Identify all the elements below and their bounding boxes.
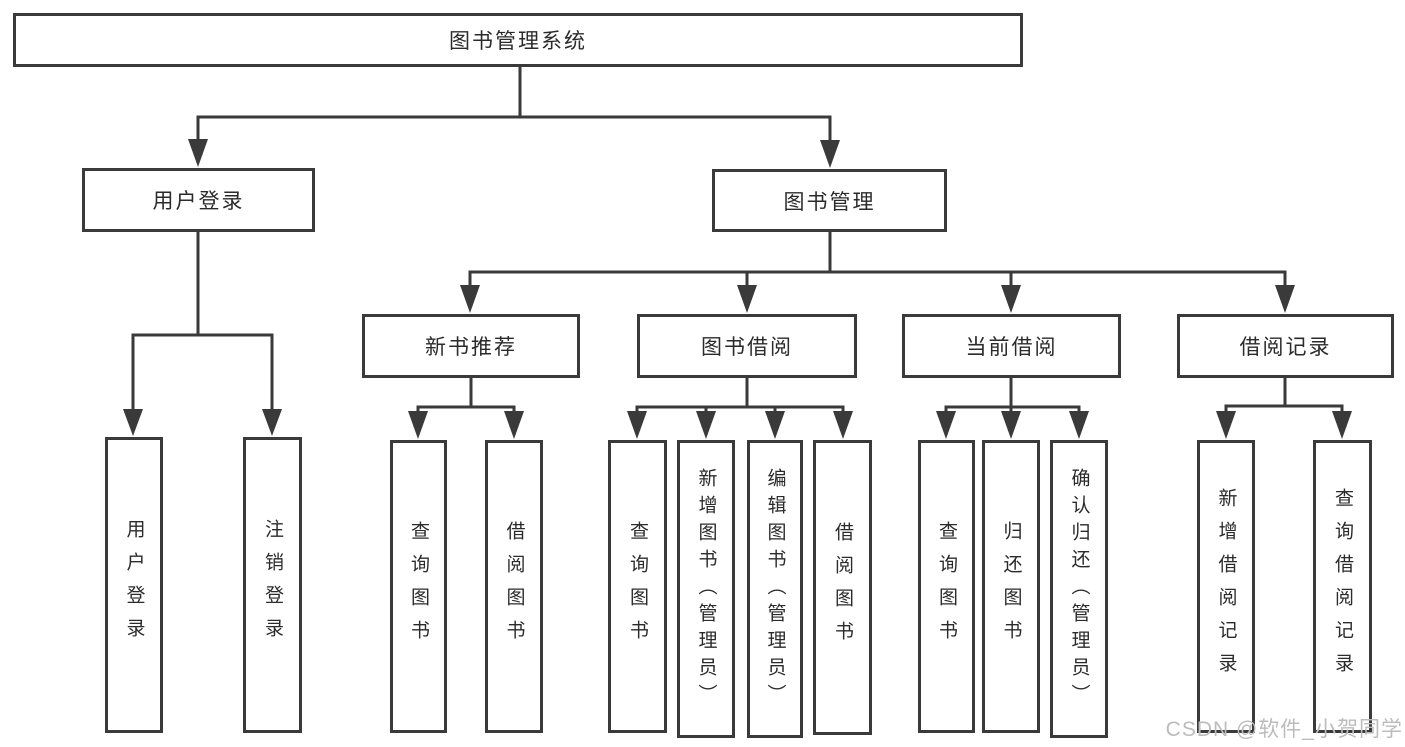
- node-edit-books-admin: 编辑图书（管理员）: [747, 440, 803, 738]
- node-query-borrow-record: 查询借阅记录: [1313, 440, 1372, 733]
- watermark: CSDN @软件_小贺同学: [1165, 718, 1403, 741]
- node-book-management: 图书管理: [712, 169, 947, 232]
- node-user-login-leaf: 用户登录: [105, 437, 163, 733]
- node-new-book-recommend: 新书推荐: [362, 314, 580, 378]
- node-query-books-current: 查询图书: [918, 440, 975, 733]
- node-user-login: 用户登录: [82, 168, 315, 232]
- node-book-borrow: 图书借阅: [637, 314, 857, 378]
- node-current-borrow: 当前借阅: [902, 314, 1121, 378]
- node-logout: 注销登录: [243, 437, 302, 733]
- node-borrow-books-recommend: 借阅图书: [485, 440, 543, 733]
- node-add-books-admin: 新增图书（管理员）: [677, 440, 735, 738]
- node-root-system: 图书管理系统: [13, 13, 1023, 67]
- node-borrow-books: 借阅图书: [813, 440, 872, 735]
- node-confirm-return-admin: 确认归还（管理员）: [1050, 440, 1108, 738]
- node-return-books: 归还图书: [982, 440, 1040, 733]
- node-query-books-borrow: 查询图书: [608, 440, 667, 733]
- node-add-borrow-record: 新增借阅记录: [1197, 440, 1255, 733]
- node-borrow-records: 借阅记录: [1177, 314, 1394, 378]
- node-query-books-recommend: 查询图书: [390, 440, 447, 733]
